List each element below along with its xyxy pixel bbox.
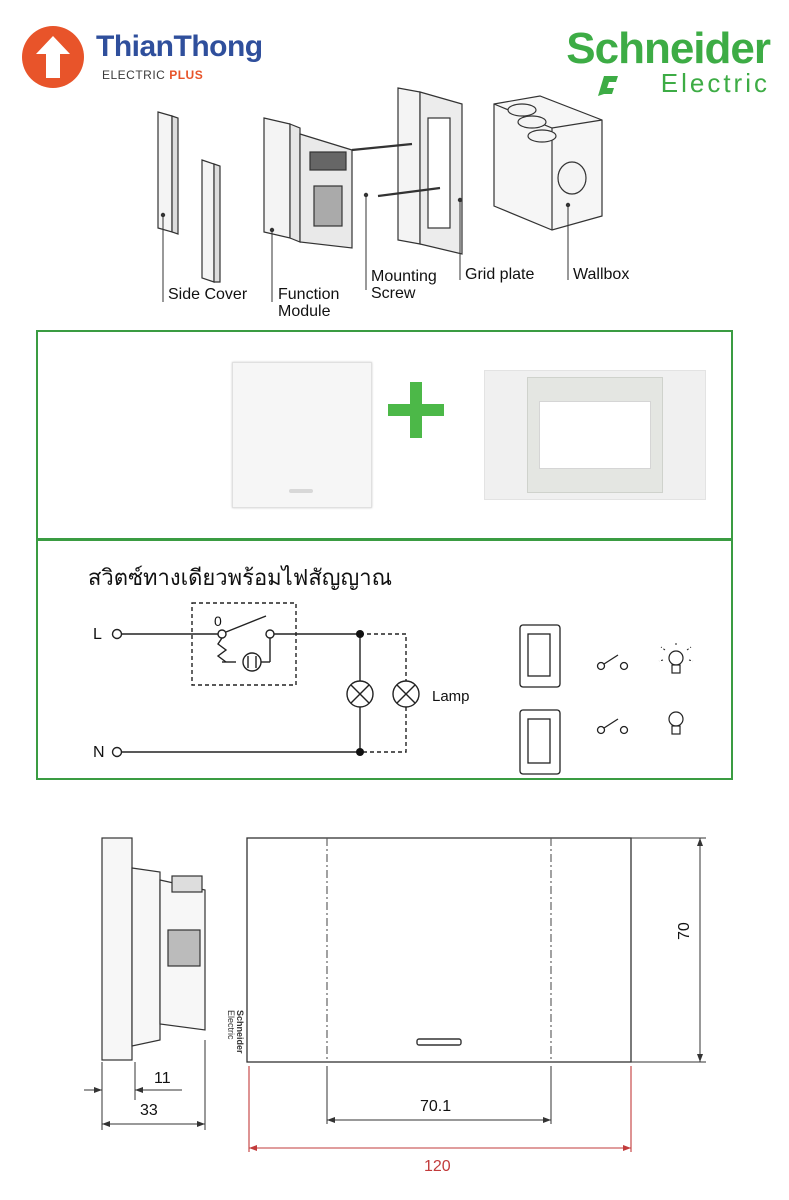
- dim-side-small: 11: [154, 1070, 171, 1087]
- wiring-title: สวิตซ์ทางเดียวพร้อมไฟสัญญาณ: [88, 565, 393, 590]
- dim-front-total-width: 120: [424, 1158, 451, 1175]
- exploded-view-drawing: [157, 87, 603, 302]
- label-wallbox: Wallbox: [573, 266, 630, 283]
- schneider-lifeis-icon: [598, 76, 618, 96]
- dim-side-total: 33: [140, 1102, 158, 1119]
- plate-brand-2: Electric: [226, 1010, 236, 1040]
- schneider-name: Schneider: [566, 24, 771, 73]
- plus-icon: [386, 362, 446, 462]
- switch-plate-image: [232, 362, 372, 508]
- thianthong-sub: ELECTRIC PLUS: [102, 68, 203, 82]
- thianthong-sub-plus: PLUS: [169, 68, 204, 82]
- plate-brand-mark: Schneider Electric: [226, 1010, 245, 1054]
- dim-front-inner-width: 70.1: [420, 1098, 452, 1115]
- wiring-switch-position: 0: [214, 613, 222, 629]
- schneider-logo: Schneider Electric: [530, 24, 771, 98]
- dim-front-height: 70: [676, 922, 693, 940]
- thianthong-sub-electric: ELECTRIC: [102, 68, 166, 82]
- wiring-lamp-label: Lamp: [432, 688, 470, 705]
- label-grid-plate: Grid plate: [465, 266, 535, 283]
- product-panel: [36, 330, 733, 780]
- grid-plate-image: [484, 370, 706, 500]
- label-function-module-2: Module: [278, 303, 331, 320]
- wiring-live-label: L: [93, 626, 102, 643]
- thianthong-arrow-icon: [22, 26, 84, 88]
- schneider-sub: Electric: [660, 68, 770, 98]
- label-side-cover: Side Cover: [168, 286, 248, 303]
- panel-divider: [36, 538, 733, 541]
- plate-brand-1: Schneider: [235, 1010, 245, 1054]
- label-mounting-screw-1: Mounting: [371, 268, 437, 285]
- wiring-neutral-label: N: [93, 744, 105, 761]
- label-mounting-screw-2: Screw: [371, 285, 416, 302]
- thianthong-logo: ThianThong ELECTRIC PLUS: [22, 24, 282, 88]
- thianthong-name: ThianThong: [96, 30, 263, 63]
- label-function-module-1: Function: [278, 286, 340, 303]
- switch-indicator: [289, 489, 313, 493]
